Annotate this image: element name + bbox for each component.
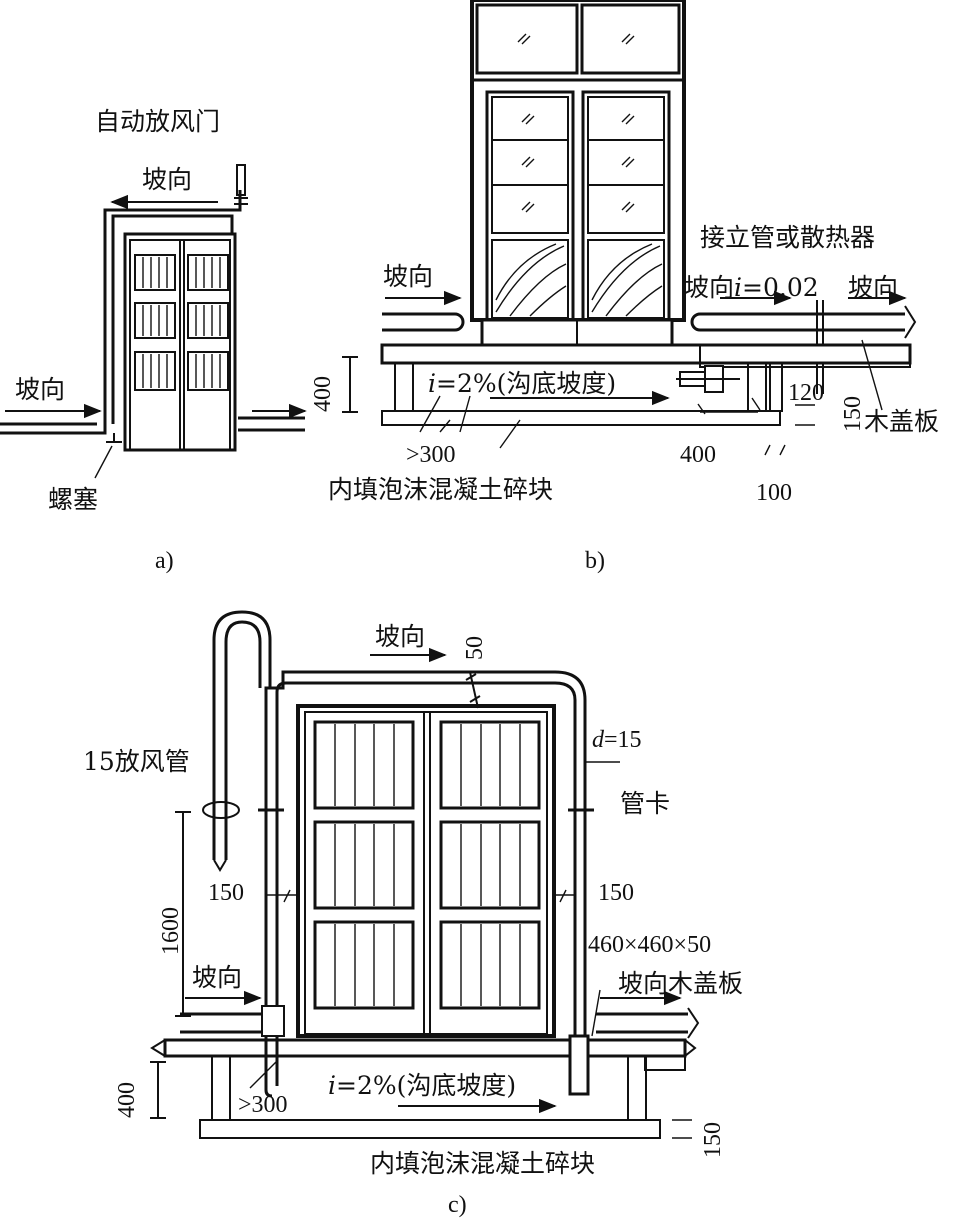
slope-label-a-top: 坡向	[142, 165, 192, 194]
dim-150-left: 150	[208, 880, 244, 906]
slope-label-c-left: 坡向	[192, 963, 242, 992]
trench-base-c	[199, 1119, 661, 1139]
wood-panel-right	[587, 239, 665, 319]
trench-wall-right	[747, 362, 767, 412]
auto-vent-icon	[236, 164, 246, 196]
door-c-frame	[296, 704, 556, 1038]
plug-icon	[106, 433, 122, 443]
figure-b: 接立管或散热器 坡向 坡向i=0.02 坡向 i=2%(沟底坡度) 400 >3…	[310, 0, 939, 574]
slope-label-b-left: 坡向	[383, 262, 433, 291]
slope-cover-label: 坡向木盖板	[618, 969, 743, 998]
slope-label-a-left: 坡向	[15, 375, 65, 404]
trench-base-b	[381, 410, 781, 426]
pipe-b-right	[700, 312, 905, 332]
plug-label: 螺塞	[48, 485, 98, 514]
vent-pipe-label: 15放风管	[83, 747, 190, 776]
d-label: d=15	[592, 727, 642, 753]
clamp-label: 管卡	[620, 789, 670, 818]
pipe-c-outer	[264, 670, 587, 1094]
riser-label: 接立管或散热器	[700, 223, 875, 252]
dim-100: 100	[756, 480, 792, 506]
fill-label-b: 内填泡沫混凝土碎块	[328, 475, 553, 504]
caption-c: c)	[448, 1192, 467, 1218]
slope-label-b-right: 坡向i=0.02	[684, 273, 819, 302]
trench-wall-c-left	[211, 1055, 231, 1121]
dim-300-c: >300	[238, 1092, 288, 1118]
auto-vent-label: 自动放风门	[95, 107, 220, 136]
cover-label-b: 木盖板	[864, 407, 939, 436]
vent-pipe-outer	[212, 610, 272, 860]
dim-50-c	[465, 671, 481, 709]
wood-panel-left	[491, 239, 569, 319]
door-c-panels	[313, 720, 541, 1010]
floor-slab-b	[380, 343, 912, 365]
dim-400-c-label: 400	[114, 1082, 140, 1118]
vent-pipe-inner	[224, 620, 262, 860]
fill-label-c: 内填泡沫混凝土碎块	[370, 1149, 595, 1178]
figure-c: 坡向 50 d=15 15放风管 管卡 150 150 1600 460×460…	[83, 610, 743, 1218]
dim-120: 120	[788, 380, 824, 406]
trench-slope-label-b: i=2%(沟底坡度)	[428, 369, 616, 398]
dim-1600-label: 1600	[158, 907, 184, 955]
dim-150-b: 150	[840, 396, 866, 432]
caption-b: b)	[585, 548, 605, 574]
trench-wall-left	[394, 362, 414, 412]
dim-50-label: 50	[462, 636, 488, 660]
pipe-c-inner	[275, 681, 577, 1094]
dim-400-bottom: 400	[680, 442, 716, 468]
dim-300-b: >300	[406, 442, 456, 468]
figure-a: 自动放风门 坡向 坡向 螺塞 a)	[0, 107, 307, 574]
slope-label-c-top: 坡向	[375, 622, 425, 651]
trench-slope-label-c: i=2%(沟底坡度)	[328, 1071, 516, 1100]
dim-1600	[175, 811, 191, 1017]
floor-slab-c	[163, 1038, 687, 1058]
pipe-b-left	[382, 312, 455, 332]
pipe-a-right	[238, 416, 305, 432]
pipe-c-left	[180, 1012, 262, 1034]
door-a-panels	[134, 254, 229, 391]
dim-400-b	[342, 356, 358, 413]
pipe-c-right	[596, 1012, 688, 1034]
cover-size-label: 460×460×50	[588, 932, 711, 958]
vent-pipe-clamp-icon	[202, 801, 240, 819]
caption-a: a)	[155, 548, 174, 574]
dim-400-c	[150, 1061, 166, 1119]
trench-wall-c-right	[627, 1055, 647, 1121]
dim-400-vertical: 400	[310, 376, 336, 412]
dim-150-bottom: 150	[700, 1122, 726, 1158]
slope-label-b-far: 坡向	[848, 273, 898, 302]
glass-marks	[517, 33, 635, 213]
dim-150-right: 150	[598, 880, 634, 906]
